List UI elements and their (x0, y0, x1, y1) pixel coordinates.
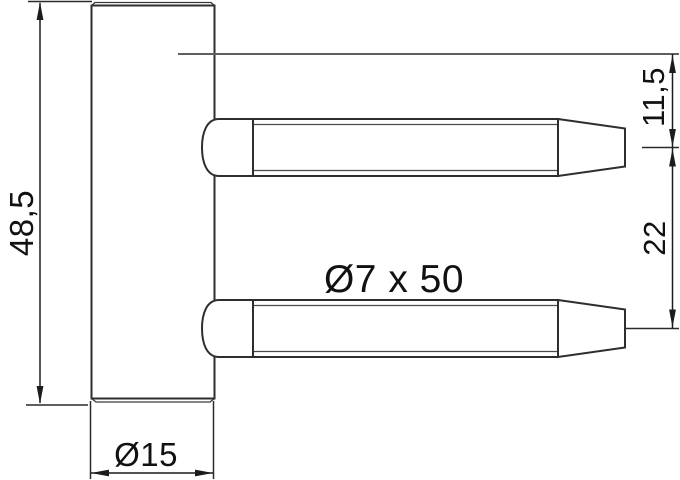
pin-size-label: Ø7 x 50 (324, 258, 464, 301)
lower-pin-shaft (252, 299, 559, 358)
upper-pin-tapered-tip (557, 117, 626, 178)
offset-dim-arrow-down (669, 129, 676, 147)
diameter-dim-arrow-left (91, 469, 109, 477)
lower-pin-tapered-tip (557, 298, 626, 359)
body-top-chamfer-line (91, 1, 215, 6)
diameter-dim-arrow-right (195, 469, 213, 477)
offset-dim-arrow-up (669, 55, 676, 73)
diameter-dim-label: Ø15 (114, 436, 178, 473)
body-bottom-chamfer-line (91, 397, 215, 403)
height-dim-arrow-up (36, 2, 44, 20)
height-dim-arrow-down (36, 386, 44, 404)
spacing-dim-arrow-up (669, 148, 676, 167)
hinge-body-outline (90, 4, 216, 400)
spacing-dim-arrow-down (669, 309, 676, 328)
upper-pin-dome-cap (200, 118, 254, 177)
spacing-dim-label: 22 (637, 220, 672, 255)
upper-pin-shaft (252, 118, 559, 177)
height-dim-label: 48,5 (3, 190, 40, 256)
lower-pin-dome-cap (200, 299, 254, 358)
offset-dim-label: 11,5 (636, 67, 671, 127)
